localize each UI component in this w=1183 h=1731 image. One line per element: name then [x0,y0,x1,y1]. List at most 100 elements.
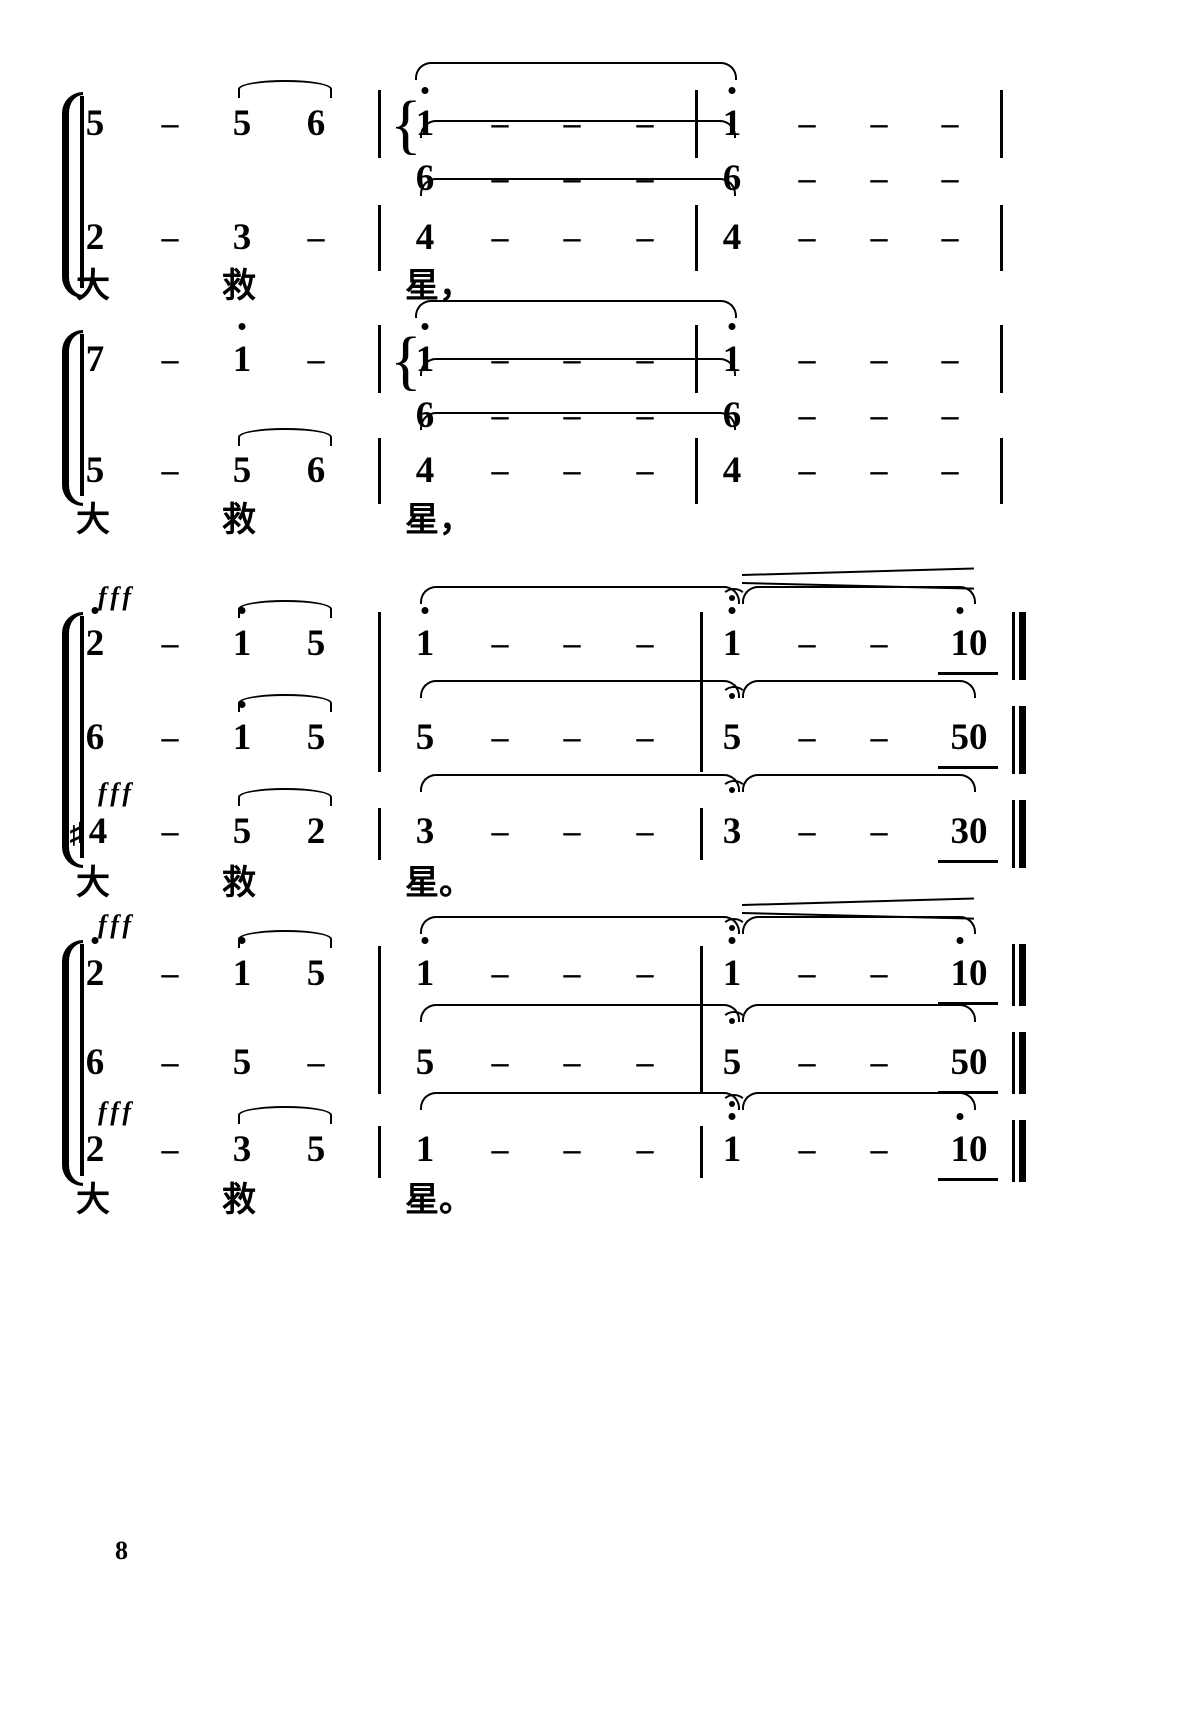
octave-dot-icon [956,937,964,944]
octave-dot-icon [91,937,99,944]
tie [415,300,737,318]
note: – [636,452,654,489]
note: – [870,160,888,197]
note: 4 [415,450,435,491]
note: 5 [232,103,252,144]
tie [420,774,740,792]
note: 5 [306,717,326,758]
note: 1 [222,701,262,764]
eighth-beam [938,1091,998,1094]
note: – [870,955,888,992]
note: ♯4 [70,806,118,858]
lyric-syllable: 大 [76,266,110,306]
dynamic-fff: fff [98,1097,136,1126]
sharp-icon: ♯ [69,818,85,850]
note: 5 [306,1129,326,1170]
note: 2 [85,1129,105,1170]
tie [420,680,740,698]
note: – [636,1044,654,1081]
note: – [798,341,816,378]
note: – [563,1044,581,1081]
note: – [491,1044,509,1081]
note: 5 [306,953,326,994]
octave-dot-icon [728,607,736,614]
barline [378,438,381,504]
note: 6 [85,717,105,758]
barline [1000,205,1003,271]
note: – [798,719,816,756]
note: – [161,452,179,489]
system-1-bracket-inner [80,96,84,288]
note: 3 [232,1129,252,1170]
note: – [636,625,654,662]
note-rest-pair: 10 [940,937,998,1000]
note: – [161,625,179,662]
barline [378,205,381,271]
note: 6 [306,450,326,491]
eighth-beam [938,1178,998,1181]
note: – [798,813,816,850]
lyric-syllable: 星。 [405,863,473,903]
note: – [870,105,888,142]
note: – [161,813,179,850]
note: – [491,955,509,992]
barline [378,612,381,772]
note: 5 [85,103,105,144]
note: – [161,1131,179,1168]
tie [420,120,736,138]
barline [378,946,381,1094]
barline [695,90,698,158]
slur [238,788,332,806]
note: – [491,1131,509,1168]
barline [695,325,698,393]
note: – [563,397,581,434]
slur [238,80,332,98]
tie [420,412,736,430]
slur [238,694,332,712]
note: – [941,105,959,142]
note: 3 [232,217,252,258]
dynamic-fff: fff [98,778,136,807]
tie [742,1004,976,1022]
octave-dot-icon [956,607,964,614]
lyric-syllable: 大 [76,863,110,903]
octave-dot-icon [728,937,736,944]
octave-dot-icon [238,323,246,330]
note: – [870,719,888,756]
barline [378,325,381,393]
eighth-beam [938,766,998,769]
note: – [161,105,179,142]
note: 2 [85,217,105,258]
note: – [161,955,179,992]
note: – [870,341,888,378]
lyric-syllable: 救 [222,1180,256,1220]
barline [695,438,698,504]
note: – [491,625,509,662]
tie [420,586,740,604]
note: – [491,719,509,756]
note: 5 [232,1042,252,1083]
note: – [941,397,959,434]
note: 3 [415,811,435,852]
note: 1 [405,937,445,1000]
note: – [798,955,816,992]
tie [742,1092,976,1110]
eighth-beam [938,1002,998,1005]
barline [378,1126,381,1178]
note: 1 [712,918,752,1000]
note: 4 [415,217,435,258]
note: – [870,397,888,434]
note: – [563,813,581,850]
note: – [636,1131,654,1168]
note: – [563,452,581,489]
slur [238,1106,332,1124]
note: – [870,1131,888,1168]
note: – [161,1044,179,1081]
octave-dot-icon [421,323,429,330]
note: – [307,341,325,378]
note: 4 [722,450,742,491]
note-rest-pair: 10 [940,607,998,670]
note: 5 [415,1042,435,1083]
note: – [636,813,654,850]
